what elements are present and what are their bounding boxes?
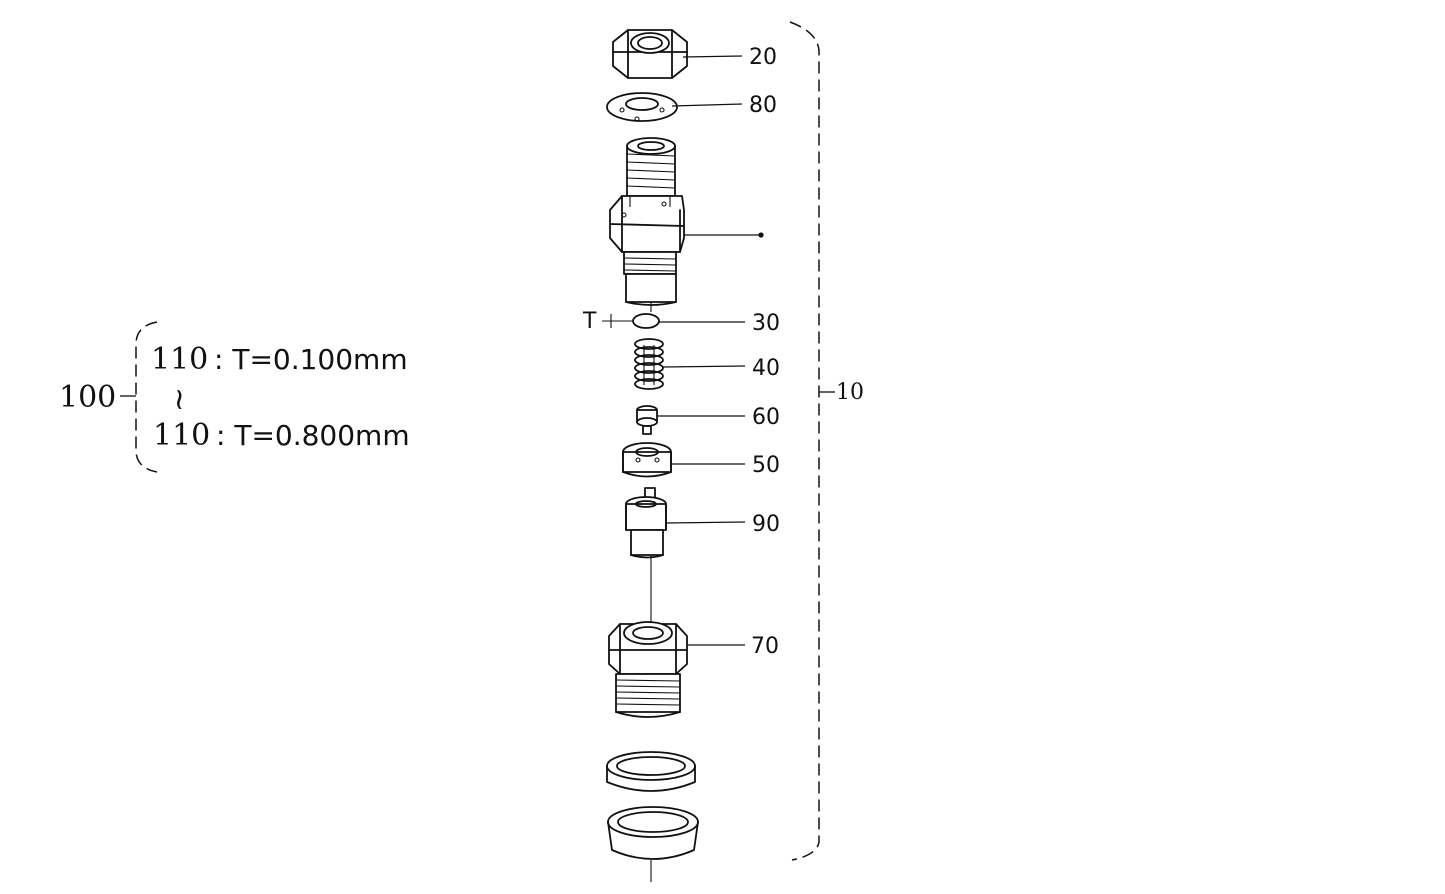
callout-90: 90 (752, 512, 780, 537)
part-seat-ring (607, 806, 699, 860)
part-spring (634, 338, 664, 390)
part-holder-body (609, 137, 685, 306)
thickness-mark: T (582, 309, 597, 334)
part-shim (602, 313, 660, 329)
part-spacer (622, 442, 672, 478)
spec-first: : T=0.100mm (214, 343, 408, 376)
leader-line-90 (665, 521, 746, 524)
callout-10: 10 (836, 380, 864, 405)
part-nozzle (625, 487, 667, 559)
callout-40: 40 (752, 356, 780, 381)
part-retaining-nut (608, 621, 688, 718)
callout-70: 70 (751, 634, 779, 659)
group-label-100: 100 (59, 380, 116, 415)
item-110-first: 110 (151, 342, 208, 377)
spec-last: : T=0.800mm (216, 419, 410, 452)
assembly-bracket (789, 21, 820, 861)
part-ring (606, 751, 696, 792)
callout-60: 60 (752, 405, 780, 430)
part-pin (636, 405, 658, 435)
range-tilde: ~ (162, 387, 197, 412)
item-110-last: 110 (153, 418, 210, 453)
callout-30: 30 (752, 311, 780, 336)
callout-20: 20 (749, 45, 777, 70)
callout-80: 80 (749, 93, 777, 118)
part-washer (606, 92, 678, 122)
callout-50: 50 (752, 453, 780, 478)
leader-line-80 (671, 103, 743, 107)
shim-range-brace (135, 321, 158, 473)
leader-line-40 (662, 365, 746, 368)
leader-dot (758, 232, 764, 238)
leader-line-20 (682, 55, 743, 58)
shim-range-group: 100 110 : T=0.100mm ~ 110 : T=0.800mm (59, 321, 410, 473)
part-hex-nut (612, 29, 688, 79)
